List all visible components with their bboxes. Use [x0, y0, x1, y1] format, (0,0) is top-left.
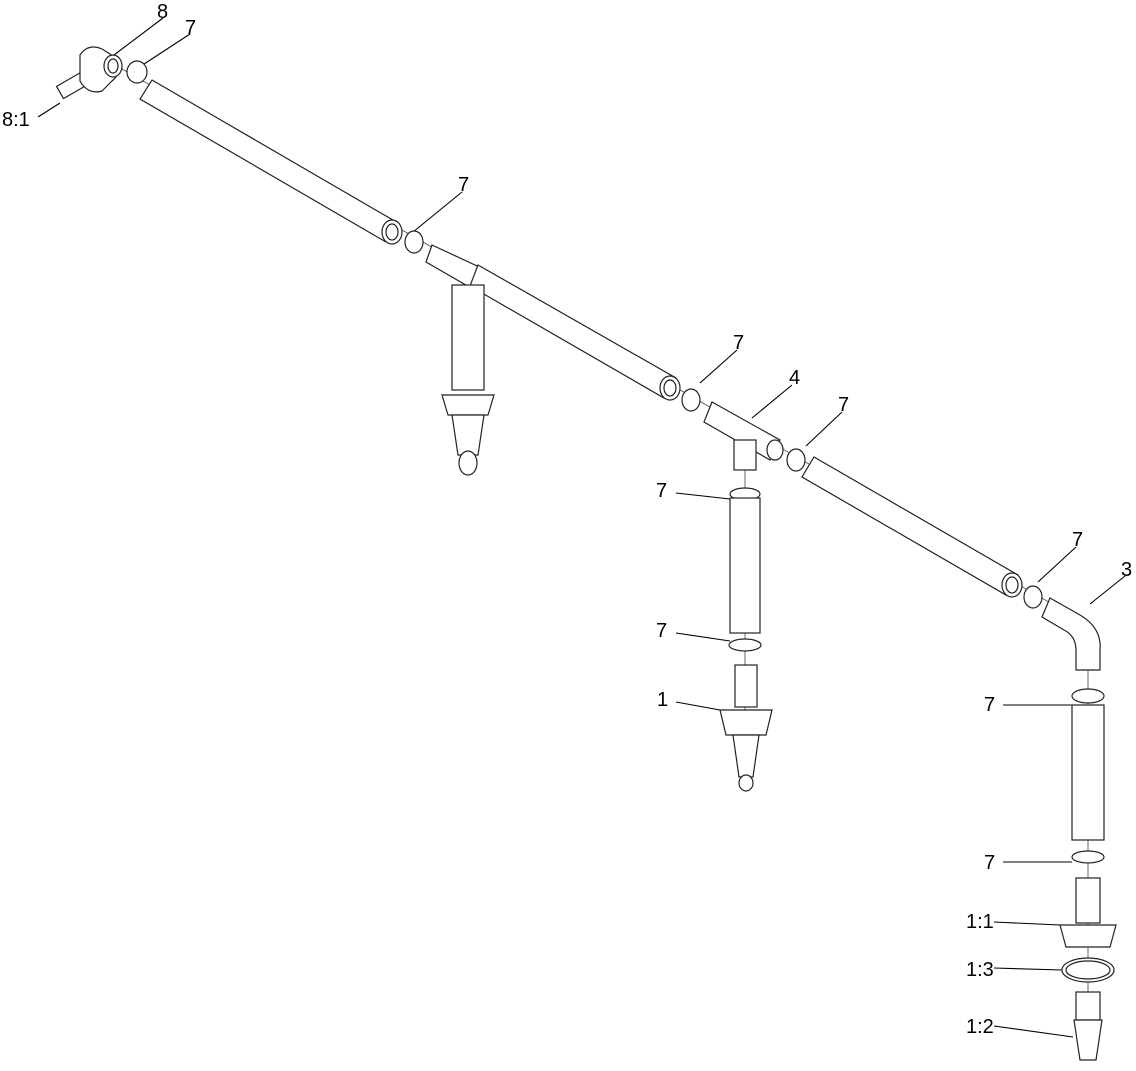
- callout-7: 7: [984, 852, 996, 874]
- callout-7: 7: [185, 17, 197, 39]
- elbow-part-3: [1041, 597, 1101, 671]
- hose-clamp: [126, 60, 148, 84]
- leader-lines: [37, 17, 1126, 1038]
- callout-8-1: 8:1: [2, 109, 30, 131]
- callout-7: 7: [984, 694, 996, 716]
- hose-clamp: [786, 448, 806, 472]
- hose-clamp: [404, 230, 424, 254]
- callout-1-1: 1:1: [966, 911, 994, 933]
- callout-7: 7: [1072, 529, 1084, 551]
- callout-7: 7: [458, 174, 470, 196]
- hose-clamp: [681, 388, 701, 412]
- callout-1: 1: [657, 689, 669, 711]
- callout-1-3: 1:3: [966, 959, 994, 981]
- callout-7: 7: [656, 620, 668, 642]
- pipe-segment-3: [801, 456, 1023, 598]
- callout-7: 7: [733, 332, 745, 354]
- valve-part-8: [55, 46, 123, 100]
- tee-with-drop-1: [425, 244, 681, 476]
- callout-7: 7: [656, 480, 668, 502]
- callout-8: 8: [157, 1, 169, 23]
- callout-4: 4: [789, 367, 801, 389]
- drop-assembly-3: [1059, 670, 1117, 1061]
- callout-3: 3: [1121, 559, 1133, 581]
- callout-7: 7: [838, 394, 850, 416]
- pipe-segment-1: [139, 79, 403, 245]
- drop-assembly-2: [719, 470, 773, 792]
- callout-1-2: 1:2: [966, 1016, 994, 1038]
- tee-part-4: [703, 401, 784, 471]
- hose-clamp: [1023, 585, 1043, 609]
